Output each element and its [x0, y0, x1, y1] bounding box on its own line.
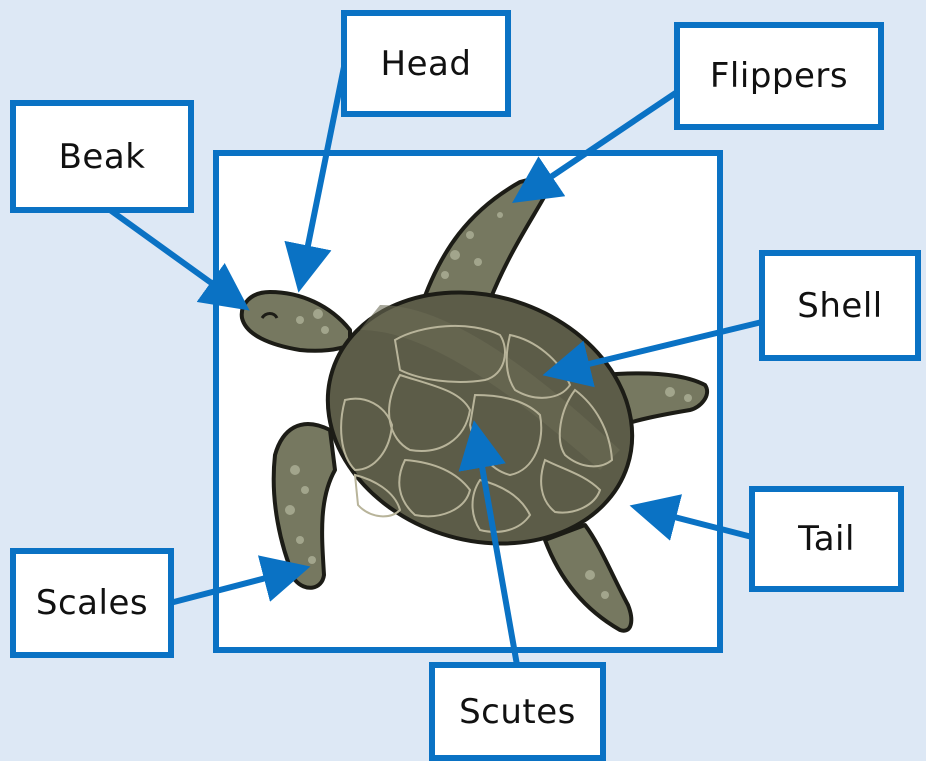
- label-scutes-text: Scutes: [459, 692, 576, 732]
- label-flippers-text: Flippers: [710, 56, 848, 96]
- label-head-text: Head: [381, 44, 472, 84]
- label-flippers: Flippers: [674, 22, 884, 130]
- label-scales: Scales: [10, 548, 174, 658]
- label-tail: Tail: [749, 486, 904, 592]
- front-right-flipper: [420, 179, 549, 310]
- turtle-head: [242, 292, 350, 351]
- beak-pointer: [110, 210, 235, 300]
- label-shell-text: Shell: [797, 286, 882, 326]
- turtle-shell: [295, 254, 665, 582]
- label-scutes: Scutes: [429, 662, 606, 761]
- flippers-pointer: [527, 90, 680, 193]
- label-shell: Shell: [759, 250, 921, 361]
- label-beak-text: Beak: [59, 137, 146, 177]
- label-scales-text: Scales: [36, 583, 148, 623]
- label-head: Head: [341, 10, 511, 117]
- tail-pointer: [647, 510, 752, 537]
- scales-pointer: [170, 571, 293, 603]
- label-tail-text: Tail: [798, 519, 855, 559]
- label-beak: Beak: [10, 100, 194, 213]
- front-left-flipper: [274, 424, 335, 588]
